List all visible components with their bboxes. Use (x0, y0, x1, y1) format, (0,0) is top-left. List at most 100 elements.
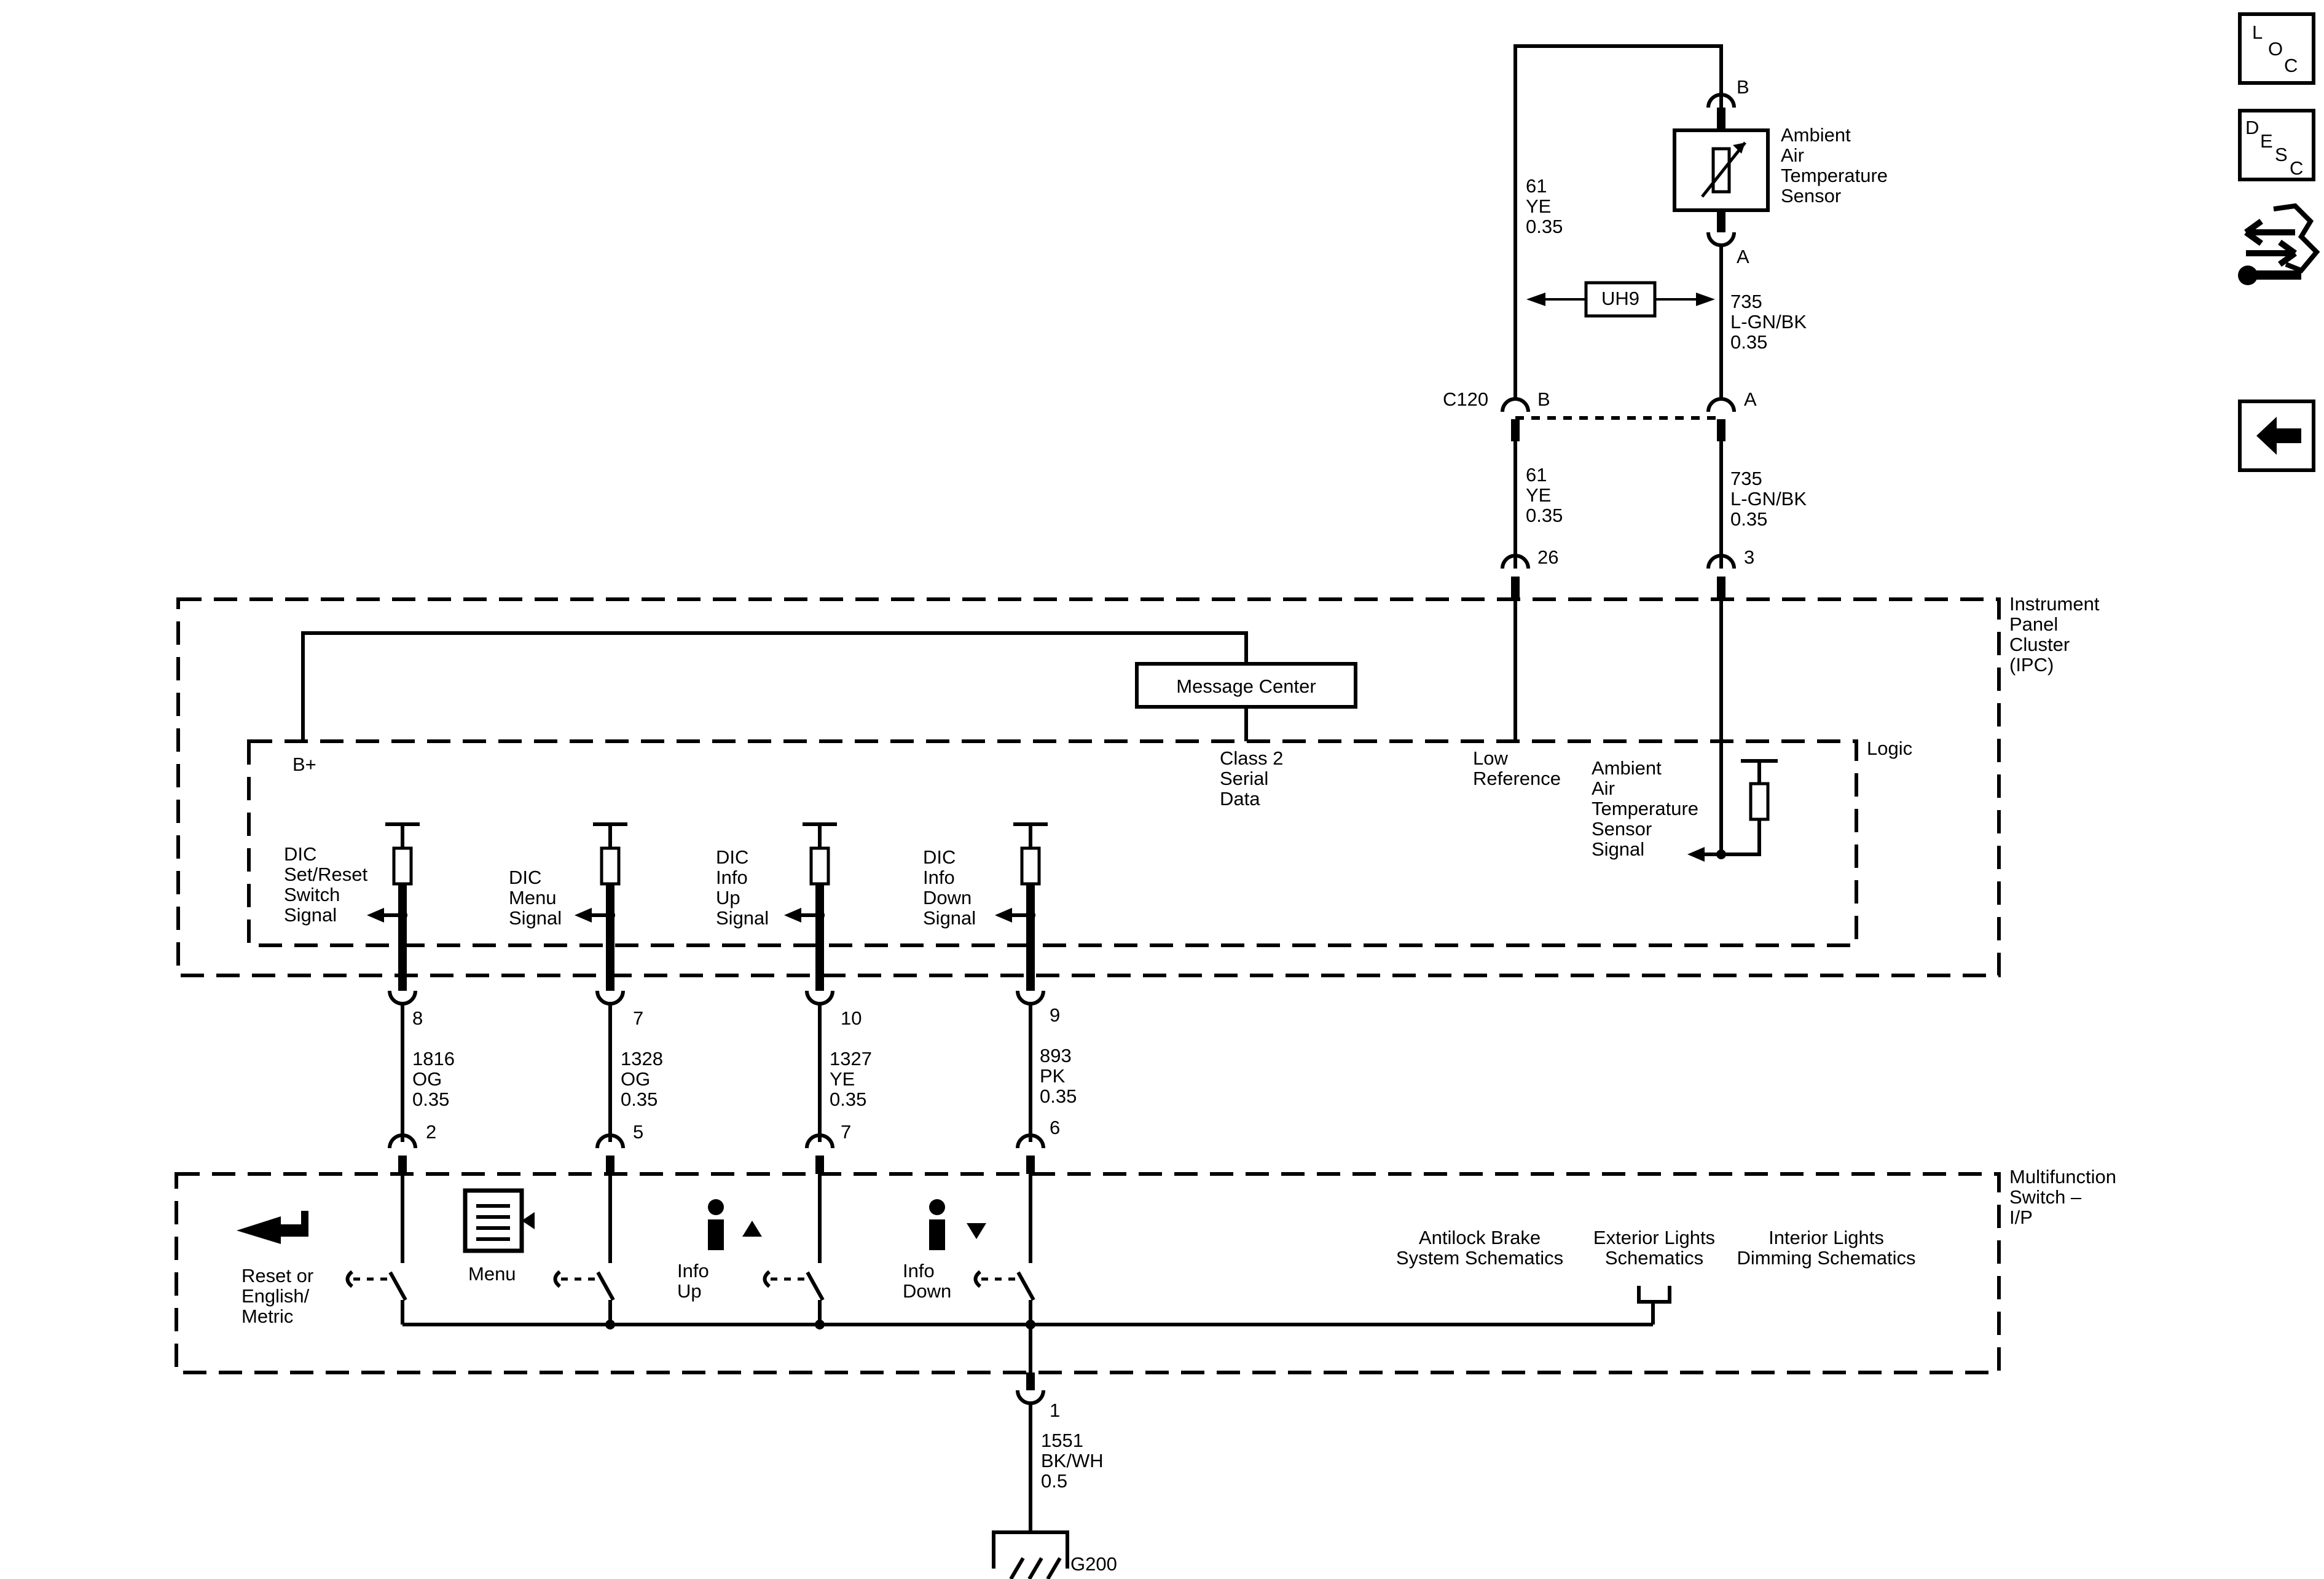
svg-text:Ambient: Ambient (1592, 757, 1662, 779)
svg-text:I/P: I/P (2009, 1207, 2033, 1228)
svg-text:735: 735 (1730, 468, 1762, 489)
svg-text:DIC: DIC (284, 843, 316, 865)
ref-antilock-brake[interactable]: Antilock Brake System Schematics (1396, 1227, 1563, 1269)
svg-text:2: 2 (426, 1121, 436, 1143)
svg-text:BK/WH: BK/WH (1041, 1450, 1104, 1471)
desc-letter-s: S (2275, 144, 2288, 165)
arrow-left-icon (2256, 417, 2301, 455)
svg-text:0.35: 0.35 (1040, 1085, 1077, 1107)
svg-text:735: 735 (1730, 291, 1762, 312)
sensor-pin-b: B (1706, 76, 1749, 130)
class2-serial-data-label: Class 2 Serial Data (1220, 747, 1283, 809)
svg-text:System Schematics: System Schematics (1396, 1247, 1563, 1269)
svg-text:Air: Air (1592, 778, 1615, 799)
svg-text:0.35: 0.35 (1730, 508, 1767, 530)
svg-text:Signal: Signal (284, 904, 337, 926)
desc-button[interactable]: D E S C (2238, 109, 2315, 181)
svg-text:9: 9 (1050, 1004, 1060, 1026)
svg-text:L-GN/BK: L-GN/BK (1730, 311, 1807, 333)
sensor-name-1: Ambient (1781, 124, 1851, 146)
mfs-name: Multifunction Switch – I/P (2009, 1166, 2116, 1228)
sensor-pin-a-label: A (1737, 246, 1749, 267)
sensor-name-3: Temperature (1781, 165, 1888, 186)
svg-text:Menu: Menu (509, 887, 557, 908)
svg-text:Panel: Panel (2009, 613, 2058, 635)
svg-text:DIC: DIC (509, 867, 541, 888)
svg-text:8: 8 (412, 1007, 423, 1029)
sensor-name-4: Sensor (1781, 185, 1841, 207)
svg-text:7: 7 (633, 1007, 643, 1029)
info-up-icon (708, 1199, 762, 1250)
svg-text:Temperature: Temperature (1592, 798, 1698, 819)
desc-letter-d: D (2245, 117, 2259, 138)
uh9-label: UH9 (1601, 288, 1639, 309)
dic-info-down-label: DIC Info Down Signal (923, 846, 976, 929)
svg-text:Interior Lights: Interior Lights (1769, 1227, 1884, 1248)
svg-text:Multifunction: Multifunction (2009, 1166, 2116, 1187)
svg-text:Down: Down (923, 887, 972, 908)
loc-letter-c: C (2284, 55, 2298, 76)
svg-text:Serial: Serial (1220, 768, 1268, 789)
ipc-pin-26: 26 (1501, 546, 1558, 599)
desc-letter-c: C (2290, 157, 2303, 179)
dic-info-up-label: DIC Info Up Signal (716, 846, 769, 929)
svg-text:Dimming Schematics: Dimming Schematics (1737, 1247, 1915, 1269)
svg-text:PK: PK (1040, 1065, 1066, 1087)
svg-text:Cluster: Cluster (2009, 634, 2070, 655)
loc-button[interactable]: L O C (2238, 12, 2315, 85)
ipc-boundary (176, 597, 2001, 977)
svg-text:Signal: Signal (923, 907, 976, 929)
wire-label-61-top: 61 YE 0.35 (1526, 175, 1563, 237)
ambient-air-temp-sensor: Ambient Air Temperature Sensor (1673, 124, 1888, 212)
svg-text:(IPC): (IPC) (2009, 654, 2054, 675)
svg-text:10: 10 (841, 1007, 862, 1029)
c120-pin-a: A (1744, 388, 1757, 410)
svg-text:26: 26 (1537, 546, 1558, 568)
dic-set-reset-label: DIC Set/Reset Switch Signal (284, 843, 368, 926)
ground-symbol-g200: G200 (992, 1530, 1117, 1579)
svg-text:English/: English/ (241, 1285, 310, 1307)
wire-61-top (1513, 44, 1723, 400)
sensor-name-2: Air (1781, 144, 1804, 166)
ipc-name: Instrument Panel Cluster (IPC) (2009, 593, 2100, 675)
svg-text:893: 893 (1040, 1045, 1072, 1066)
wire-label-735-top: 735 L-GN/BK 0.35 (1730, 291, 1807, 353)
svg-text:Info: Info (923, 867, 955, 888)
svg-text:Info: Info (903, 1260, 935, 1282)
uh9-option-marker: UH9 (1526, 281, 1715, 318)
wire-label-61-mid: 61 YE 0.35 (1526, 464, 1563, 526)
svg-text:Signal: Signal (1592, 838, 1644, 860)
svg-text:Instrument: Instrument (2009, 593, 2100, 615)
back-button[interactable] (2238, 400, 2315, 472)
svg-text:0.35: 0.35 (1526, 505, 1563, 526)
svg-text:Up: Up (677, 1280, 702, 1302)
ipc-pin-3: 3 (1706, 546, 1754, 599)
ground-pin: 1 (1050, 1400, 1060, 1421)
dic-wire-893: 9 893 PK 0.35 6 (1016, 1003, 1077, 1174)
svg-text:3: 3 (1744, 546, 1754, 568)
c120-label: C120 (1443, 388, 1488, 410)
connector-tool-icon[interactable] (2238, 203, 2320, 285)
ref-exterior-lights[interactable]: Exterior Lights Schematics (1593, 1227, 1715, 1269)
svg-text:DIC: DIC (923, 846, 956, 868)
menu-icon (463, 1188, 535, 1253)
svg-text:Schematics: Schematics (1605, 1247, 1703, 1269)
svg-text:1816: 1816 (412, 1048, 455, 1069)
wire-bplus-to-message-center (301, 631, 1248, 741)
svg-text:5: 5 (633, 1121, 643, 1143)
ground-label: G200 (1070, 1553, 1117, 1575)
wire-label-735-mid: 735 L-GN/BK 0.35 (1730, 468, 1807, 530)
svg-text:61: 61 (1526, 464, 1547, 486)
ref-interior-lights[interactable]: Interior Lights Dimming Schematics (1737, 1227, 1915, 1269)
svg-text:Up: Up (716, 887, 740, 908)
message-center-label: Message Center (1176, 675, 1316, 697)
connector-c120: C120 B A (1443, 388, 1757, 441)
svg-text:Set/Reset: Set/Reset (284, 864, 368, 885)
bplus-label: B+ (292, 754, 316, 775)
svg-text:Exterior Lights: Exterior Lights (1593, 1227, 1715, 1248)
mfs-reset-label: Reset or English/ Metric (241, 1265, 313, 1327)
svg-text:OG: OG (621, 1068, 650, 1090)
mfs-ref-bracket (1637, 1286, 1671, 1325)
svg-text:1551: 1551 (1041, 1430, 1083, 1451)
